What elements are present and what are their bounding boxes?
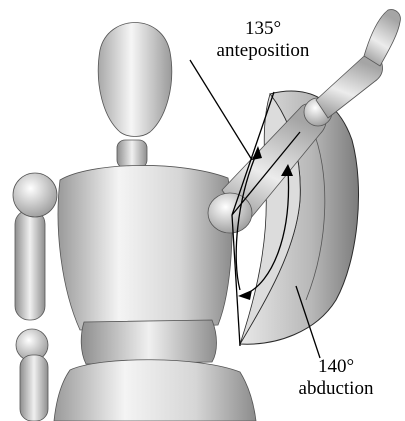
abduction-arrowhead-bottom bbox=[238, 290, 252, 300]
anteposition-angle: 135° bbox=[198, 18, 328, 40]
abduction-text: abduction bbox=[276, 378, 396, 400]
mannequin-raised-hand bbox=[364, 10, 400, 66]
mannequin-chest bbox=[58, 165, 232, 330]
mannequin-neck bbox=[117, 140, 147, 168]
mannequin-left-shoulder-ball bbox=[13, 173, 57, 217]
vertical-reference-line bbox=[232, 215, 240, 346]
mannequin-left-upper-arm bbox=[15, 210, 45, 320]
anteposition-leader-line bbox=[190, 60, 252, 160]
anteposition-text: anteposition bbox=[198, 40, 328, 62]
mannequin-waist bbox=[81, 320, 216, 364]
abduction-label: 140° abduction bbox=[276, 356, 396, 400]
mannequin-head bbox=[98, 23, 172, 137]
mannequin-left-forearm bbox=[20, 355, 48, 421]
anteposition-label: 135° anteposition bbox=[198, 18, 328, 62]
mannequin-pelvis bbox=[54, 360, 256, 421]
mannequin-raised-forearm bbox=[316, 55, 383, 118]
abduction-angle: 140° bbox=[276, 356, 396, 378]
